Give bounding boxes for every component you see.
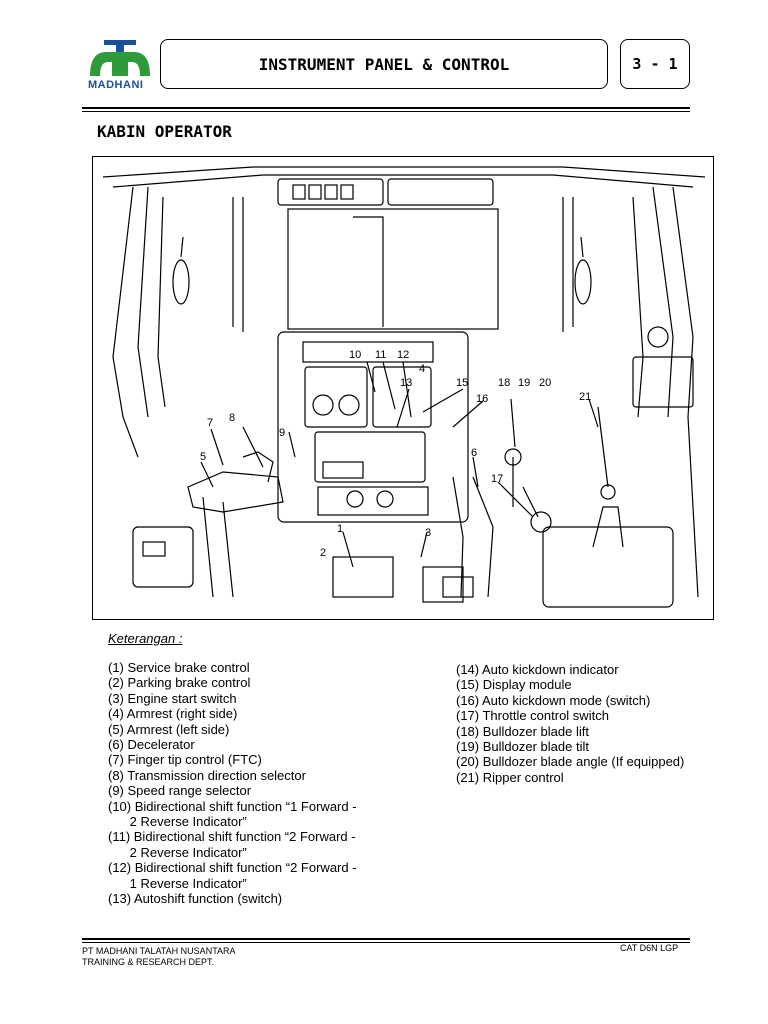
- cabin-line-drawing: [102, 166, 706, 608]
- callout-8: 8: [229, 412, 236, 424]
- callout-5: 5: [200, 451, 207, 463]
- legend-item: 1 Reverse Indicator”: [108, 875, 247, 891]
- cabin-diagram: 10 11 12 13 4 15 16 18 19 20 21 7 8 9 5 …: [92, 156, 714, 620]
- section-title: KABIN OPERATOR: [97, 122, 232, 141]
- legend-right-column: (14) Auto kickdown indicator (15) Displa…: [456, 662, 736, 785]
- legend-item: (18) Bulldozer blade lift: [456, 723, 589, 739]
- callout-18: 18: [498, 377, 511, 389]
- legend-item: (5) Armrest (left side): [108, 721, 230, 737]
- legend-item: (16) Auto kickdown mode (switch): [456, 692, 651, 708]
- callout-1: 1: [337, 523, 344, 535]
- callout-2: 2: [320, 547, 327, 559]
- legend-item: (20) Bulldozer blade angle (If equipped): [456, 754, 685, 770]
- page-number: 3 - 1: [620, 39, 690, 89]
- callout-20: 20: [539, 377, 552, 389]
- legend-item: (4) Armrest (right side): [108, 706, 238, 722]
- callout-11: 11: [375, 349, 387, 361]
- legend-item: (6) Decelerator: [108, 737, 195, 753]
- legend-item: (10) Bidirectional shift function “1 For…: [108, 798, 357, 814]
- header-rule-thin: [82, 111, 690, 112]
- legend-item: (7) Finger tip control (FTC): [108, 752, 262, 768]
- callout-19: 19: [518, 377, 531, 389]
- callout-3: 3: [425, 527, 432, 539]
- legend-item: (3) Engine start switch: [108, 690, 237, 706]
- legend-item: (12) Bidirectional shift function “2 For…: [108, 860, 357, 876]
- legend-item: 2 Reverse Indicator”: [108, 814, 247, 830]
- callout-17: 17: [491, 473, 504, 485]
- footer-left: PT MADHANI TALATAH NUSANTARA TRAINING & …: [82, 946, 236, 968]
- callout-21: 21: [579, 391, 592, 403]
- legend-item: (14) Auto kickdown indicator: [456, 662, 619, 677]
- legend-item: (8) Transmission direction selector: [108, 767, 306, 783]
- footer-rule-thin: [82, 942, 690, 943]
- callout-4: 4: [419, 363, 426, 375]
- callout-7: 7: [207, 417, 214, 429]
- callout-15: 15: [456, 377, 469, 389]
- page-title: INSTRUMENT PANEL & CONTROL: [160, 39, 608, 89]
- logo-text: MADHANI: [88, 79, 144, 91]
- header-rule: [82, 107, 690, 109]
- madhani-logo: [90, 40, 150, 76]
- callout-10: 10: [349, 349, 362, 361]
- callout-6: 6: [471, 447, 478, 459]
- legend-item: 2 Reverse Indicator”: [108, 844, 247, 860]
- callout-16: 16: [476, 393, 489, 405]
- legend-item: (15) Display module: [456, 677, 572, 693]
- legend-item: (1) Service brake control: [108, 660, 250, 675]
- legend-item: (13) Autoshift function (switch): [108, 891, 283, 907]
- legend-left-column: (1) Service brake control (2) Parking br…: [108, 660, 428, 907]
- legend-item: (19) Bulldozer blade tilt: [456, 739, 589, 755]
- legend-item: (9) Speed range selector: [108, 783, 252, 799]
- footer-rule: [82, 938, 690, 940]
- footer-dept: TRAINING & RESEARCH DEPT.: [82, 957, 215, 967]
- callout-9: 9: [279, 427, 286, 439]
- footer-company: PT MADHANI TALATAH NUSANTARA: [82, 946, 236, 956]
- legend-item: (11) Bidirectional shift function “2 For…: [108, 829, 356, 845]
- legend-item: (2) Parking brake control: [108, 675, 251, 691]
- legend-item: (21) Ripper control: [456, 769, 564, 785]
- callout-12: 12: [397, 349, 410, 361]
- footer-model: CAT D6N LGP: [620, 943, 679, 953]
- legend-title: Keterangan :: [108, 631, 183, 646]
- callout-13: 13: [400, 377, 413, 389]
- legend-item: (17) Throttle control switch: [456, 708, 609, 724]
